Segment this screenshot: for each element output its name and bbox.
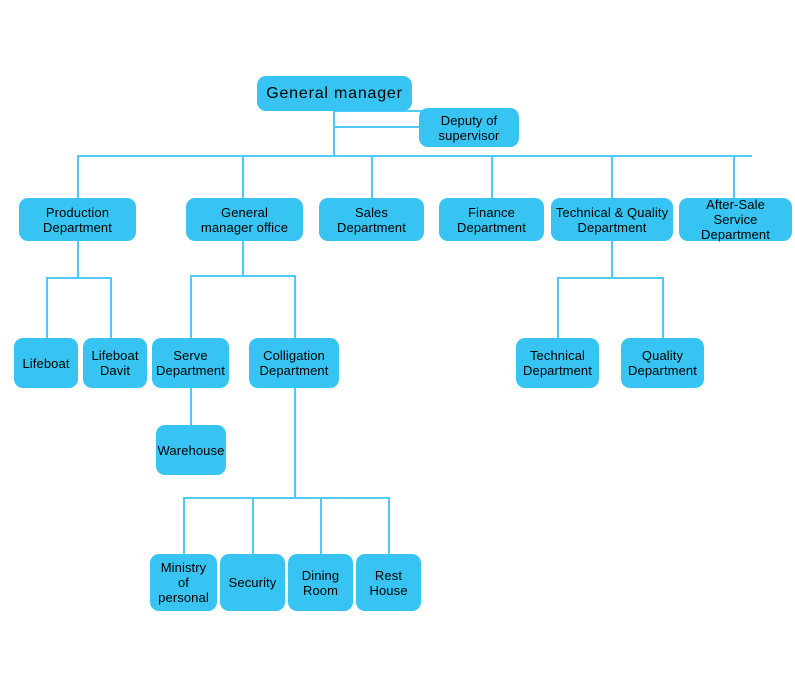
connector-drop-colligation bbox=[294, 275, 296, 339]
connector-drop-after-sale bbox=[733, 155, 735, 199]
connector-drop-gm-office bbox=[242, 155, 244, 199]
node-colligation-department[interactable]: Colligation Department bbox=[249, 338, 339, 388]
node-general-manager[interactable]: General manager bbox=[257, 76, 412, 111]
connector-drop-technical bbox=[557, 277, 559, 339]
connector-colligation-stem bbox=[294, 388, 296, 498]
connector-production-bus bbox=[46, 277, 112, 279]
connector-drop-sales bbox=[371, 155, 373, 199]
connector-drop-technical-quality bbox=[611, 155, 613, 199]
connector-gm-deputy-top bbox=[333, 110, 433, 112]
connector-drop-dining bbox=[320, 497, 322, 555]
connector-gm-deputy-mid bbox=[333, 126, 431, 128]
node-technical-department[interactable]: Technical Department bbox=[516, 338, 599, 388]
connector-production-stem bbox=[77, 241, 79, 278]
connector-drop-rest-house bbox=[388, 497, 390, 555]
connector-level2-bus bbox=[77, 155, 752, 157]
node-warehouse[interactable]: Warehouse bbox=[156, 425, 226, 475]
connector-drop-lifeboat bbox=[46, 277, 48, 339]
connector-drop-finance bbox=[491, 155, 493, 199]
node-lifeboat-davit[interactable]: Lifeboat Davit bbox=[83, 338, 147, 388]
node-general-manager-office[interactable]: General manager office bbox=[186, 198, 303, 241]
node-dining-room[interactable]: Dining Room bbox=[288, 554, 353, 611]
node-finance-department[interactable]: Finance Department bbox=[439, 198, 544, 241]
node-production-department[interactable]: Production Department bbox=[19, 198, 136, 241]
connector-serve-warehouse bbox=[190, 388, 192, 425]
node-after-sale-service-department[interactable]: After-Sale Service Department bbox=[679, 197, 792, 242]
node-technical-quality-department[interactable]: Technical & Quality Department bbox=[551, 198, 673, 241]
node-lifeboat[interactable]: Lifeboat bbox=[14, 338, 78, 388]
connector-gm-office-stem bbox=[242, 241, 244, 276]
connector-drop-ministry bbox=[183, 497, 185, 555]
connector-drop-serve bbox=[190, 275, 192, 339]
connector-gm-stem bbox=[333, 110, 335, 156]
node-serve-department[interactable]: Serve Department bbox=[152, 338, 229, 388]
connector-tq-stem bbox=[611, 241, 613, 278]
connector-drop-lifeboat-davit bbox=[110, 277, 112, 339]
node-sales-department[interactable]: Sales Department bbox=[319, 198, 424, 241]
connector-drop-quality bbox=[662, 277, 664, 339]
connector-drop-production bbox=[77, 155, 79, 199]
connector-drop-security bbox=[252, 497, 254, 555]
node-rest-house[interactable]: Rest House bbox=[356, 554, 421, 611]
node-security[interactable]: Security bbox=[220, 554, 285, 611]
node-quality-department[interactable]: Quality Department bbox=[621, 338, 704, 388]
connector-gm-office-bus bbox=[190, 275, 296, 277]
node-deputy-of-supervisor[interactable]: Deputy of supervisor bbox=[419, 108, 519, 147]
node-ministry-of-personal[interactable]: Ministry of personal bbox=[150, 554, 217, 611]
connector-colligation-bus bbox=[183, 497, 389, 499]
connector-tq-bus bbox=[557, 277, 664, 279]
